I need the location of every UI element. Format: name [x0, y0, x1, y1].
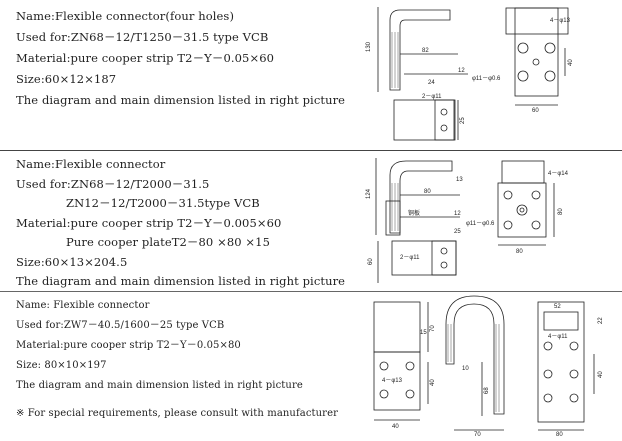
size: Size:60×13×204.5 [16, 254, 128, 269]
dim-height: 130 [366, 41, 372, 52]
dim-h2: 22 [598, 317, 604, 324]
size: Size: 80×10×197 [16, 360, 107, 371]
product-panel-2: Name:Flexible connector Used for:ZN68－12… [0, 150, 622, 291]
bottom-plate [393, 99, 455, 141]
product-name: Name: Flexible connector [16, 300, 150, 311]
product-name: Name:Flexible connector [16, 157, 166, 171]
top-block [501, 160, 545, 184]
material: Material:pure cooper strip T2－Y－0.05×60 [16, 51, 275, 65]
strip-outline [445, 295, 505, 415]
hole-label-3: 4－φ13 [550, 18, 571, 24]
dim-width: 70 [474, 432, 481, 438]
material: Material:pure cooper strip T2－Y－0.05×80 [16, 340, 241, 351]
dim-d2: 25 [454, 229, 461, 235]
dim-thickness: 13 [456, 177, 463, 183]
product-panel-1: Name:Flexible connector(four holes) Used… [0, 0, 622, 150]
dim-d3: 15 [420, 330, 427, 336]
dim-d1: 24 [428, 80, 435, 86]
dim-plate-width: 80 [556, 432, 563, 438]
panel-2-drawing: 124 80 13 铜板 12 25 60 2－φ11 φ11－φ0.6 4－φ… [366, 158, 569, 283]
panel-2-text: Name:Flexible connector Used for:ZN68－12… [16, 155, 345, 292]
used-for: Used for:ZN68－12/T1250－31.5 type VCB [16, 30, 269, 44]
size: Size:60×12×187 [16, 72, 117, 86]
used-for: Used for:ZN68－12/T2000－31.5 [16, 176, 210, 191]
dim-width: 80 [424, 189, 431, 195]
hole-label: 4－φ13 [382, 378, 403, 384]
material-2: Pure cooper plateT2－80 ×80 ×15 [66, 235, 271, 249]
dim-d1: 40 [392, 424, 399, 430]
dim-plate-height: 40 [568, 59, 574, 66]
dim-height: 70 [430, 325, 436, 332]
dim-h3: 40 [598, 371, 604, 378]
hole-label-2: φ11－φ0.6 [466, 221, 495, 227]
diagram-note: The diagram and main dimension listed in… [16, 93, 346, 107]
right-plate [537, 301, 585, 423]
special-note: ※ For special requirements, please consu… [16, 408, 338, 419]
dim-d3: 60 [368, 258, 374, 265]
top-plate [497, 182, 547, 238]
used-for-2: ZN12－12/T2000－31.5type VCB [66, 196, 260, 210]
panel-1-text: Name:Flexible connector(four holes) Used… [16, 6, 345, 111]
dim-d1: 12 [454, 211, 461, 217]
strip-outline [389, 160, 453, 234]
panel-3-text: Name: Flexible connector Used for:ZW7－40… [16, 296, 338, 424]
diagram-note: The diagram and main dimension listed in… [16, 274, 346, 288]
copper-label: 铜板 [408, 209, 420, 217]
dim-width: 82 [422, 48, 429, 54]
product-name: Name:Flexible connector(four holes) [16, 9, 235, 23]
hole-label-3: 4－φ14 [548, 171, 569, 177]
dim-plate-inner-width: 52 [554, 304, 561, 310]
dim-plate-height: 80 [558, 208, 564, 215]
diagram-note: The diagram and main dimension listed in… [16, 380, 303, 391]
dim-h4: 40 [430, 379, 436, 386]
used-for: Used for:ZW7－40.5/1600－25 type VCB [16, 320, 225, 331]
material: Material:pure cooper strip T2－Y－0.005×60 [16, 215, 282, 230]
hole-label: 2－φ11 [422, 94, 442, 100]
panel-1-drawing: 130 82 12 24 25 2－φ11 φ11－φ0.6 4－φ13 60 … [366, 7, 574, 141]
dim-d2: 68 [484, 387, 490, 394]
panel-3-drawing: 70 70 10 40 68 15 4－φ13 4－φ11 80 52 22 4… [373, 295, 604, 438]
hole-label-2: 4－φ11 [548, 334, 568, 340]
hole-label: 2－φ11 [400, 255, 420, 261]
dim-plate-width: 60 [532, 108, 539, 114]
hole-label-2: φ11－φ0.6 [472, 76, 501, 82]
dim-thickness: 10 [462, 366, 469, 372]
dim-plate-width: 80 [516, 249, 523, 255]
dim-height: 124 [366, 188, 372, 199]
strip-outline [389, 9, 451, 91]
hole [517, 42, 529, 54]
dim-d2: 25 [460, 117, 466, 124]
product-panel-3: Name: Flexible connector Used for:ZW7－40… [0, 291, 622, 441]
dim-thickness: 12 [458, 68, 465, 74]
